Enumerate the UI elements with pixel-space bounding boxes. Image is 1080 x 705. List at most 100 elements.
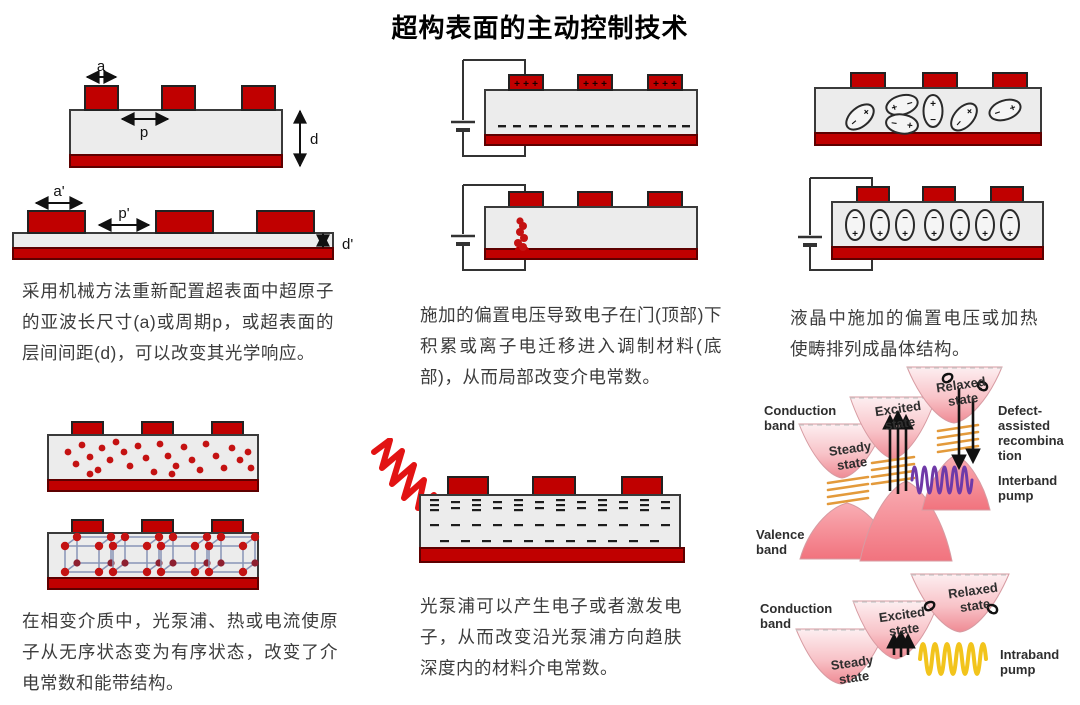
random-atoms xyxy=(64,438,255,478)
svg-text:+: + xyxy=(930,99,936,110)
label-d-prime: d' xyxy=(342,236,353,253)
metasurface-cross-section-2: a' p' d' xyxy=(12,183,353,260)
battery-icon xyxy=(798,235,822,247)
svg-text:+: + xyxy=(1008,102,1017,114)
svg-text:+: + xyxy=(523,79,529,90)
ion-filament xyxy=(514,217,529,255)
electrical-figure: +++ +++ +++ xyxy=(451,59,698,271)
page-title: 超构表面的主动控制技术 xyxy=(391,13,689,43)
svg-text:−: − xyxy=(953,118,965,130)
svg-text:+: + xyxy=(906,120,913,132)
excitation-arrows xyxy=(886,629,916,657)
intraband-diagram xyxy=(795,573,1010,685)
optical-pump-panel xyxy=(366,438,714,590)
svg-text:+: + xyxy=(653,79,659,90)
mechanical-figure: a p d a' p' d' xyxy=(12,58,353,260)
lc-molecule: + − xyxy=(845,103,875,131)
svg-text:+: + xyxy=(662,79,668,90)
conduction-band-label: Conduction band xyxy=(760,601,833,631)
svg-text:−: − xyxy=(931,213,937,224)
svg-text:+: + xyxy=(601,79,607,90)
label-p: p xyxy=(140,124,148,141)
svg-text:−: − xyxy=(930,115,936,126)
liquid-crystal-figure: + − + − − + + − xyxy=(798,72,1044,271)
optical-pump-figure xyxy=(371,438,685,563)
phase-change-panel xyxy=(20,400,350,600)
optical-pump-caption: 光泵浦可以产生电子或者激发电子，从而改变沿光泵浦方向趋肤深度内的材料介电常数。 xyxy=(420,596,682,678)
disordered-phase xyxy=(47,421,259,492)
liquid-crystal-panel: + − + − − + + − xyxy=(770,55,1080,305)
label-a: a xyxy=(97,58,106,75)
liquid-crystal-caption: 液晶中施加的偏置电压或加热使畴排列成晶体结构。 xyxy=(790,308,1038,359)
interband-pump-label: Interband pump xyxy=(998,473,1058,503)
svg-text:+: + xyxy=(890,102,899,114)
relaxation-squiggle-icon xyxy=(986,603,999,615)
svg-text:+: + xyxy=(982,229,988,240)
svg-text:−: − xyxy=(852,213,858,224)
svg-text:+: + xyxy=(671,79,677,90)
svg-text:−: − xyxy=(877,213,883,224)
bias-device-accumulation: +++ +++ +++ xyxy=(451,59,698,157)
svg-text:−: − xyxy=(902,213,908,224)
svg-text:−: − xyxy=(1007,213,1013,224)
band-diagram-figure xyxy=(795,366,1010,685)
svg-text:−: − xyxy=(890,118,897,130)
valence-band-label: Valence band xyxy=(756,527,805,557)
conduction-valley-relaxed xyxy=(906,366,1003,424)
svg-text:+: + xyxy=(532,79,538,90)
svg-text:+: + xyxy=(1007,229,1013,240)
relaxation-squiggle-icon xyxy=(923,600,936,612)
svg-text:+: + xyxy=(852,229,858,240)
defect-recombination-label: Defect-assisted recombination xyxy=(998,403,1064,463)
svg-text:+: + xyxy=(957,229,963,240)
svg-text:+: + xyxy=(592,79,598,90)
lc-molecule: + − xyxy=(950,102,978,132)
crystal-lattice xyxy=(60,532,260,577)
interband-pump-wave xyxy=(910,465,974,495)
svg-text:+: + xyxy=(931,229,937,240)
lc-molecule: − + xyxy=(885,113,919,135)
excitation-arrows xyxy=(882,409,914,494)
bias-device-ion-migration xyxy=(451,184,698,271)
svg-text:+: + xyxy=(514,79,520,90)
conduction-band-label: Conduction band xyxy=(764,403,837,433)
svg-text:+: + xyxy=(877,229,883,240)
label-a-prime: a' xyxy=(53,183,64,200)
aligned-lc-molecules: − + − + − + − + − + − + − + xyxy=(845,209,1020,241)
relaxation-squiggle-icon xyxy=(941,372,954,384)
phase-change-caption: 在相变介质中，光泵浦、热或电流使原子从无序状态变为有序状态，改变了介电常数和能带… xyxy=(22,611,338,693)
band-diagram-panel: Conduction band Steady state Excited sta… xyxy=(752,363,1080,705)
svg-text:−: − xyxy=(849,117,861,129)
positive-charges: +++ +++ +++ xyxy=(514,79,677,90)
intraband-pump-wave xyxy=(918,642,988,676)
interband-diagram xyxy=(798,366,1003,562)
recombination-arrows xyxy=(941,372,989,471)
svg-text:+: + xyxy=(964,106,976,118)
lc-molecule: − + xyxy=(988,98,1022,122)
mechanical-caption: 采用机械方法重新配置超表面中超原子的亚波长尺寸(a)或周期p，或超表面的层间间距… xyxy=(22,281,334,363)
electrical-caption: 施加的偏置电压导致电子在门(顶部)下积累或离子电迁移进入调制材料(底部)，从而局… xyxy=(420,305,722,387)
electrical-panel: +++ +++ +++ xyxy=(420,52,740,300)
label-p-prime: p' xyxy=(118,205,129,222)
metasurface-cross-section-1: a p d xyxy=(69,58,318,168)
battery-icon xyxy=(451,234,475,246)
lc-device-random: + − + − − + + − xyxy=(814,72,1042,146)
mechanical-panel: a p d a' p' d' xyxy=(10,53,365,271)
svg-text:−: − xyxy=(906,98,915,110)
svg-text:−: − xyxy=(982,213,988,224)
electron-sheet xyxy=(498,125,690,128)
svg-text:+: + xyxy=(861,106,873,118)
lc-molecule: + − xyxy=(885,93,919,117)
svg-text:+: + xyxy=(902,229,908,240)
intraband-pump-label: Intraband pump xyxy=(1000,647,1060,677)
svg-text:−: − xyxy=(957,213,963,224)
svg-text:+: + xyxy=(583,79,589,90)
lc-molecule: + − xyxy=(922,94,944,128)
label-d: d xyxy=(310,131,318,148)
ordered-phase xyxy=(47,519,260,590)
relaxation-squiggle-icon xyxy=(976,380,989,392)
phase-change-figure xyxy=(47,421,260,590)
photo-generated-electrons xyxy=(430,499,670,543)
lc-device-aligned: − + − + − + − + − + − + − + xyxy=(798,177,1044,271)
